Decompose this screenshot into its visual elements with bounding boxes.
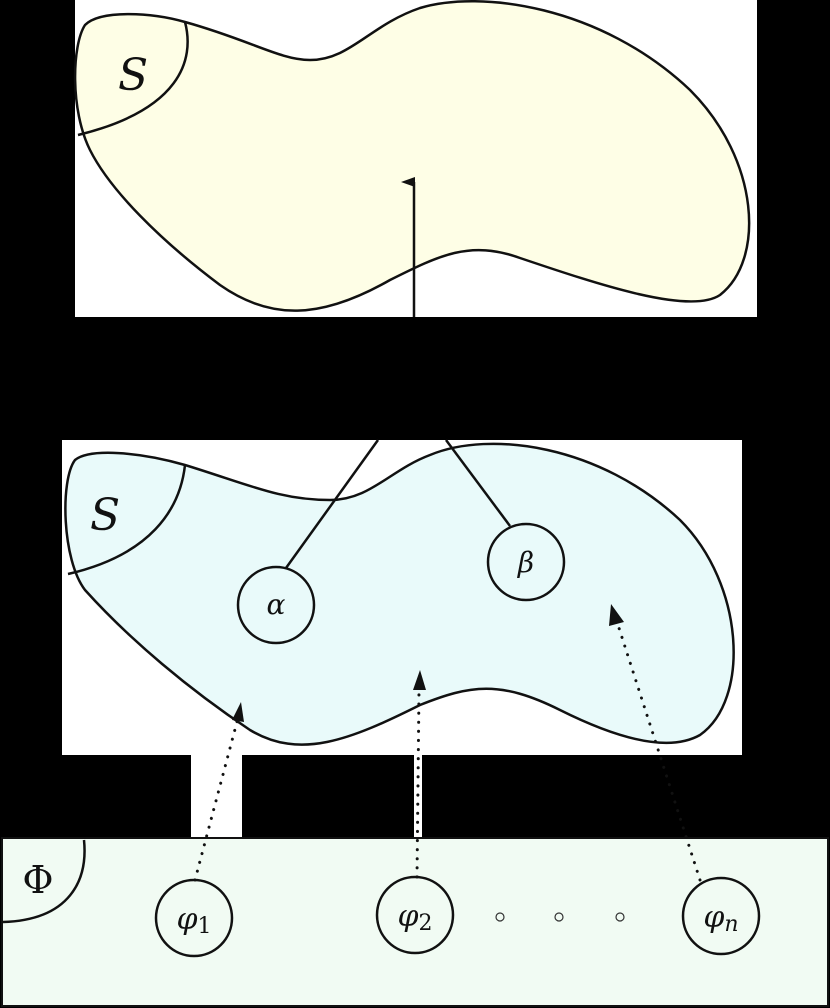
ellipsis-dot-icon xyxy=(554,912,564,922)
ellipsis-dots xyxy=(495,912,625,922)
node-beta-label: β xyxy=(517,546,534,579)
alpha-link-line xyxy=(284,439,380,569)
node-alpha-label: α xyxy=(267,588,286,621)
node-phi2-label: φ2 xyxy=(397,899,432,936)
node-phin-label: φn xyxy=(703,900,738,937)
beta-link-line xyxy=(444,439,512,527)
phi-region-label: Φ xyxy=(22,858,53,902)
bottom-panel: Φ φ1 φ2 φn xyxy=(1,837,829,1007)
node-phi1[interactable]: φ1 xyxy=(154,878,234,958)
phi1-to-middle-arrow xyxy=(193,716,240,882)
top-s-label: S xyxy=(118,50,148,101)
phi-region-border xyxy=(2,839,86,924)
top-panel: S xyxy=(73,0,757,317)
node-beta[interactable]: β xyxy=(486,522,566,602)
top-blob xyxy=(73,0,751,312)
middle-s-label: S xyxy=(90,490,120,541)
middle-s-region-border xyxy=(67,464,187,576)
node-phi1-label: φ1 xyxy=(176,902,211,939)
dotted-arrow-heads xyxy=(232,604,624,722)
phi2-to-middle-arrow xyxy=(415,688,421,879)
ellipsis-dot-icon xyxy=(495,912,505,922)
middle-blob xyxy=(64,442,735,746)
arrowhead-icon xyxy=(232,702,244,722)
node-phi2[interactable]: φ2 xyxy=(375,875,455,955)
arrowhead-icon xyxy=(413,670,426,690)
dotted-arrows xyxy=(193,623,702,882)
phin-to-middle-arrow xyxy=(616,623,702,882)
ellipsis-dot-icon xyxy=(615,912,625,922)
bridge-strip xyxy=(191,755,242,838)
node-alpha[interactable]: α xyxy=(236,565,316,645)
middle-panel: S α β xyxy=(62,439,742,755)
top-s-region-border xyxy=(77,21,189,137)
node-phin[interactable]: φn xyxy=(681,876,761,956)
arrowhead-icon xyxy=(609,604,624,626)
